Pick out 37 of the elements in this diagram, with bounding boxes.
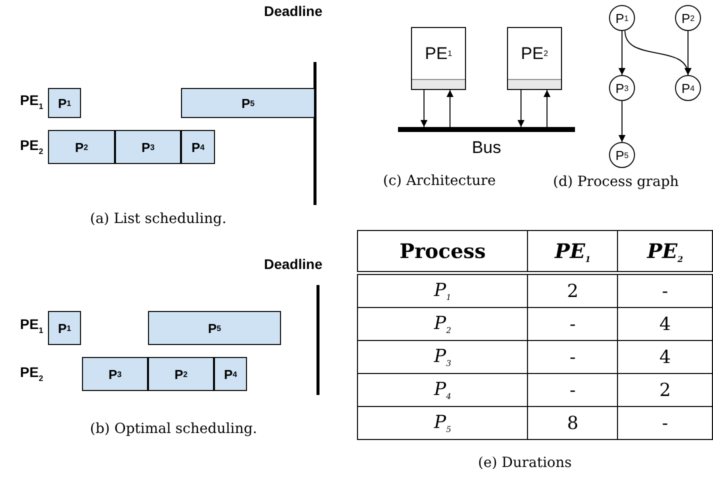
row-label: PE$_{2}$ <box>20 364 44 383</box>
table-cell: 4 <box>618 340 712 374</box>
row-label: PE$_{1}$ <box>20 316 44 335</box>
column-header: PE$_{2}$ <box>618 230 712 273</box>
column-header: Process <box>358 230 528 273</box>
table-cell: - <box>528 340 618 374</box>
arrow <box>618 100 626 142</box>
deadline-label: Deadline <box>264 3 322 19</box>
table-cell: P$_{5}$ <box>358 406 528 440</box>
table-cell: P$_{3}$ <box>358 340 528 374</box>
table-cell: P$_{1}$ <box>358 273 528 308</box>
caption: (c) Architecture <box>383 173 496 189</box>
arrow <box>518 90 524 128</box>
table-cell: - <box>618 406 712 440</box>
caption: (d) Process graph <box>553 173 680 192</box>
arrow <box>618 30 626 76</box>
table-cell: 2 <box>618 374 712 406</box>
caption: (b) Optimal scheduling. <box>90 421 258 437</box>
table-cell: - <box>618 273 712 308</box>
arrow <box>684 30 692 76</box>
arrow <box>446 90 454 128</box>
caption: (e) Durations <box>478 455 572 471</box>
caption: (a) List scheduling. <box>90 211 226 227</box>
row-label: PE$_{1}$ <box>20 92 44 111</box>
arrow <box>420 90 428 128</box>
table-cell: - <box>528 374 618 406</box>
table-cell: 4 <box>618 308 712 340</box>
row-label: PE$_{2}$ <box>20 137 44 156</box>
arrow <box>544 90 550 128</box>
table-cell: - <box>528 308 618 340</box>
column-header: PE$_{1}$ <box>528 230 618 273</box>
table-cell: 2 <box>528 273 618 308</box>
table-cell: P$_{4}$ <box>358 374 528 406</box>
table-cell: 8 <box>528 406 618 440</box>
table-cell: P$_{2}$ <box>358 308 528 340</box>
deadline-label: Deadline <box>264 256 322 272</box>
bus-bar: Bus <box>398 127 575 164</box>
